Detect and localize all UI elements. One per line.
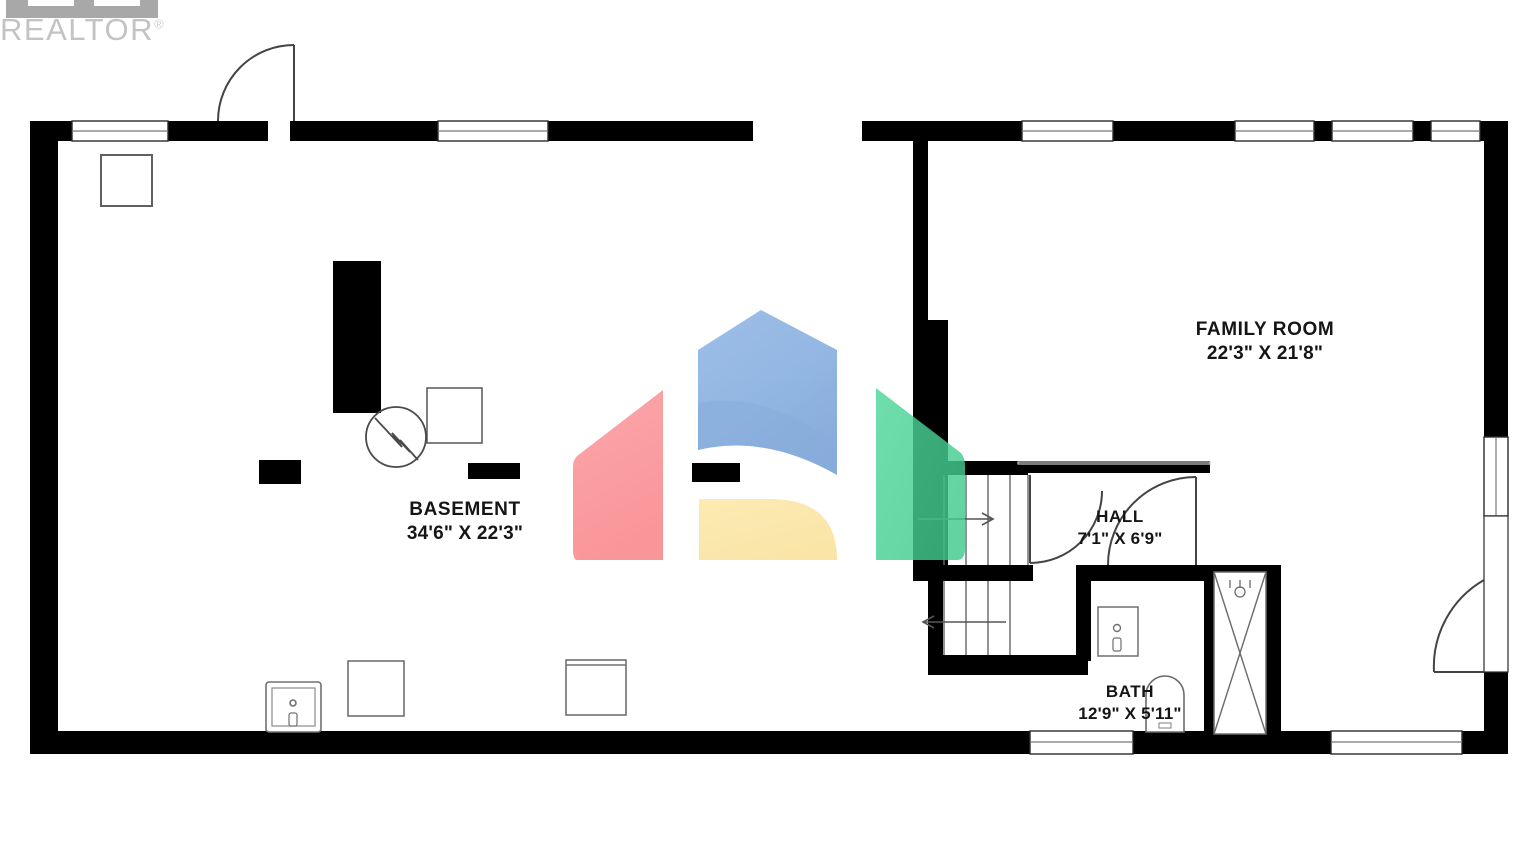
column-small-center <box>692 463 740 482</box>
window-top-1 <box>71 120 169 142</box>
water-heater-icon <box>426 387 483 444</box>
utility-sink-icon <box>265 681 322 733</box>
room-dimensions-bath: 12'9" X 5'11" <box>1078 703 1182 723</box>
window-top-5 <box>1331 120 1414 142</box>
door-opening-right <box>1483 515 1509 673</box>
room-dimensions-family-room: 22'3" X 21'8" <box>1206 343 1324 365</box>
wall-top-seg-7 <box>1314 121 1332 141</box>
window-top-4 <box>1234 120 1315 142</box>
room-name-hall: HALL <box>1096 507 1144 526</box>
column-small-mid <box>468 463 520 479</box>
exterior-walls <box>30 121 1508 754</box>
wall-stair-side <box>928 571 943 661</box>
wall-bottom-left <box>30 731 1030 754</box>
wall-shower-left <box>1204 572 1214 734</box>
wall-bath-left <box>1076 565 1091 661</box>
column-small-left <box>259 460 301 484</box>
room-dimensions-hall: 7'1" X 6'9" <box>1077 528 1163 548</box>
wall-hall-top <box>1028 461 1210 473</box>
door-hall-left <box>1029 475 1103 564</box>
column-large <box>333 261 381 413</box>
wall-bottom-right-seg-2 <box>1462 731 1508 754</box>
wall-stair-top <box>913 461 1028 475</box>
door-hall-right <box>1107 476 1197 566</box>
wall-stair-bottom <box>928 655 1088 675</box>
room-label-hall: HALL 7'1" X 6'9" <box>1020 506 1220 550</box>
window-right-upper <box>1483 436 1509 517</box>
window-top-2 <box>437 120 549 142</box>
door-right-exterior <box>1432 579 1485 673</box>
window-top-6 <box>1430 120 1481 142</box>
family-room-niche <box>1017 461 1211 465</box>
window-top-3 <box>1021 120 1114 142</box>
toilet-icon <box>1145 675 1185 733</box>
doors <box>217 44 1485 673</box>
furnace-icon <box>100 154 153 207</box>
structural-columns <box>259 261 740 484</box>
wall-top-seg-4 <box>548 121 753 141</box>
wall-top-seg-5 <box>862 121 1022 141</box>
wall-bath-right <box>1266 565 1281 735</box>
windows <box>71 120 1509 755</box>
wall-bottom-right-seg-1 <box>1133 731 1331 754</box>
wall-top-seg-9 <box>1480 121 1508 141</box>
wall-top-seg-2 <box>168 121 268 141</box>
stair-down-arrow-icon <box>921 615 1006 629</box>
room-name-family-room: FAMILY ROOM <box>1195 319 1335 340</box>
room-label-bath: BATH 12'9" X 5'11" <box>1020 681 1240 725</box>
room-name-basement: BASEMENT <box>409 499 521 520</box>
room-label-family-room: FAMILY ROOM 22'3" X 21'8" <box>1120 318 1410 367</box>
wall-top-seg-1 <box>30 121 72 141</box>
room-label-basement: BASEMENT 34'6" X 22'3" <box>330 498 600 547</box>
bathroom-sink-icon <box>1097 606 1139 657</box>
room-name-bath: BATH <box>1105 682 1155 701</box>
washer-icon <box>347 660 405 717</box>
bathroom-fixtures <box>1097 571 1267 735</box>
wall-divider-thick <box>928 320 948 570</box>
electrical-panel-icon <box>365 406 427 468</box>
window-bottom-1 <box>1029 730 1134 755</box>
window-bottom-2 <box>1330 730 1463 755</box>
wall-left <box>30 121 58 754</box>
room-dimensions-basement: 34'6" X 22'3" <box>406 523 524 545</box>
staircase-icon <box>918 475 1029 655</box>
door-top-left <box>217 44 295 122</box>
wall-divider-main <box>913 141 928 571</box>
dryer-icon <box>565 659 627 716</box>
wall-top-seg-8 <box>1413 121 1431 141</box>
basement-fixtures <box>100 154 627 733</box>
wall-top-seg-3 <box>290 121 438 141</box>
wall-top-seg-6 <box>1113 121 1235 141</box>
shower-icon <box>1213 571 1267 735</box>
